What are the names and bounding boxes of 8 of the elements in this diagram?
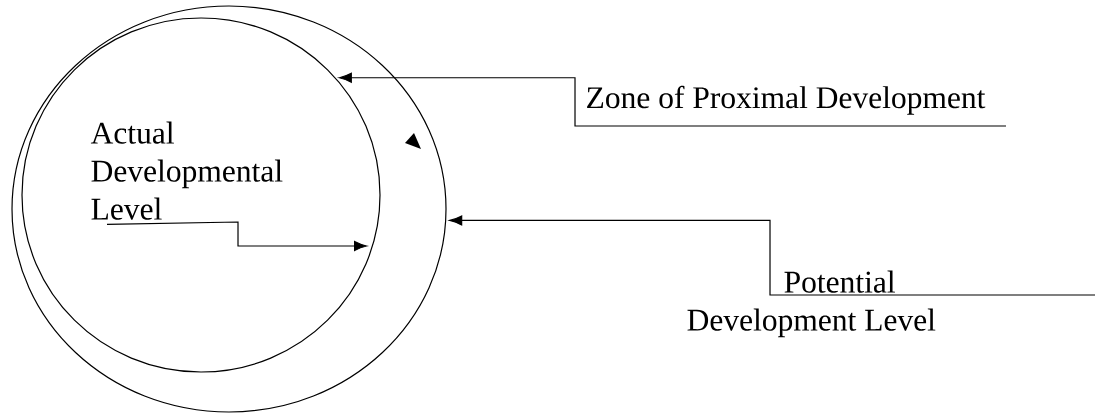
arrow xyxy=(449,215,1096,296)
node-label: Potential Development Level xyxy=(687,270,936,338)
arrow xyxy=(106,221,368,252)
circle xyxy=(11,5,447,413)
arrow xyxy=(338,72,1007,127)
circle xyxy=(21,17,381,373)
node-label: Zone of Proximal Development xyxy=(587,85,986,115)
node-label: Actual Developmental Level xyxy=(90,121,283,220)
